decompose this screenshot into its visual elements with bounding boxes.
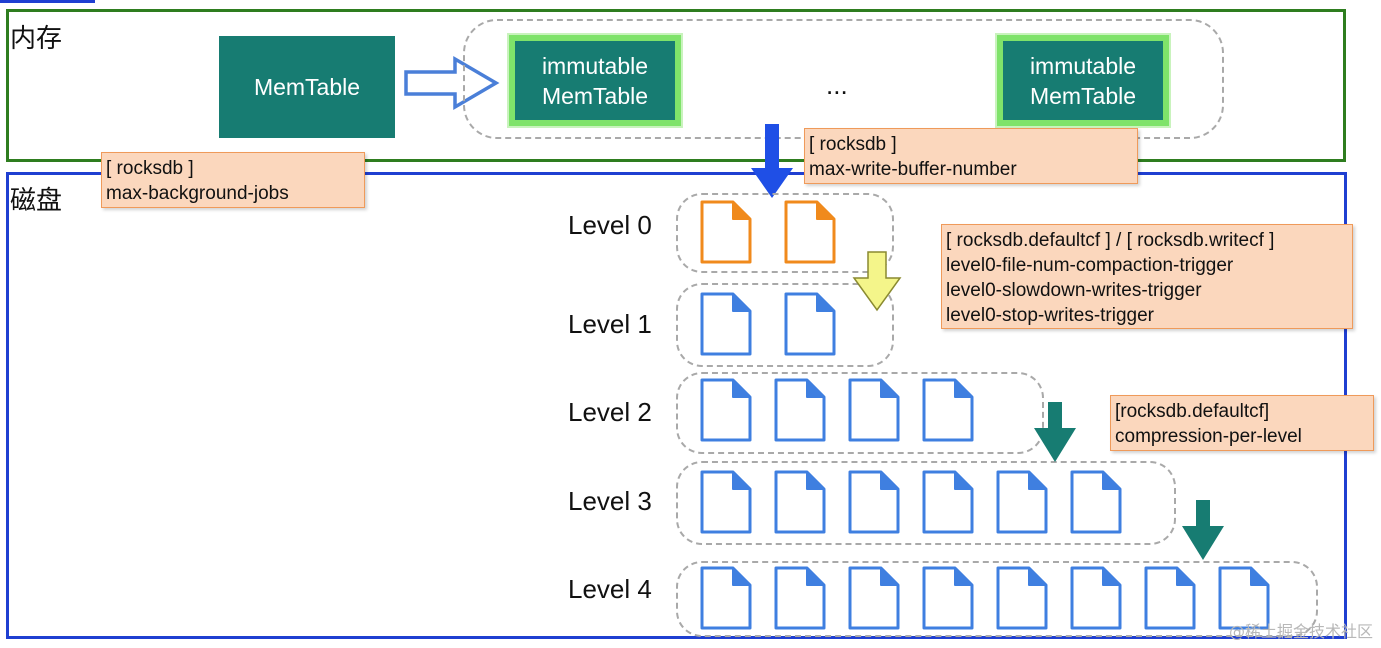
- memory-section: [6, 9, 1346, 162]
- disk-section-label: 磁盘: [10, 186, 63, 216]
- level-3-group: [676, 461, 1176, 545]
- sst-file-icon: [848, 470, 900, 534]
- sst-file-icon: [700, 566, 752, 630]
- immutable-memtable-1-line2: MemTable: [541, 82, 649, 109]
- watermark: @稀土掘金技术社区: [1228, 622, 1373, 641]
- note-compression-per-level-line2: compression-per-level: [1115, 426, 1302, 447]
- level2-to-level3-arrow: [1034, 402, 1076, 462]
- sst-file-icon: [700, 200, 752, 264]
- immutable-ellipsis: ...: [826, 70, 848, 100]
- note-max-write-buffer-number-line1: [ rocksdb ]: [809, 134, 897, 155]
- immutable-memtable-2-line1: immutable: [1029, 52, 1137, 79]
- sst-file-icon: [848, 378, 900, 442]
- sst-file-icon: [922, 566, 974, 630]
- sst-file-icon: [1218, 566, 1270, 630]
- note-level0-triggers-line3: level0-slowdown-writes-trigger: [946, 280, 1202, 301]
- level-1-group: [676, 283, 894, 367]
- sst-file-icon: [774, 378, 826, 442]
- level-1-label: Level 1: [568, 309, 652, 339]
- sst-file-icon: [700, 292, 752, 356]
- immutable-memtable-1: immutable MemTable: [509, 35, 681, 126]
- level-0-label: Level 0: [568, 210, 652, 240]
- note-max-write-buffer-number: [ rocksdb ] max-write-buffer-number: [804, 128, 1138, 184]
- note-level0-triggers-line2: level0-file-num-compaction-trigger: [946, 255, 1234, 276]
- level3-to-level4-arrow: [1182, 500, 1224, 560]
- memtable-box: MemTable: [219, 36, 395, 138]
- sst-file-icon: [1070, 470, 1122, 534]
- sst-file-icon: [922, 470, 974, 534]
- note-max-background-jobs-line2: max-background-jobs: [106, 183, 289, 204]
- note-compression-per-level-line1: [rocksdb.defaultcf]: [1115, 401, 1270, 422]
- sst-file-icon: [774, 566, 826, 630]
- memory-section-label: 内存: [10, 24, 63, 54]
- note-level0-triggers-line4: level0-stop-writes-trigger: [946, 305, 1155, 326]
- memtable-label: MemTable: [253, 73, 361, 100]
- level-4-group: [676, 561, 1318, 637]
- level-4-label: Level 4: [568, 574, 652, 604]
- sst-file-icon: [1070, 566, 1122, 630]
- sst-file-icon: [700, 470, 752, 534]
- note-max-background-jobs: [ rocksdb ] max-background-jobs: [101, 152, 365, 208]
- note-level0-triggers-line1: [ rocksdb.defaultcf ] / [ rocksdb.writec…: [946, 230, 1275, 251]
- sst-file-icon: [922, 378, 974, 442]
- note-max-write-buffer-number-line2: max-write-buffer-number: [809, 159, 1017, 180]
- immutable-memtable-1-line1: immutable: [541, 52, 649, 79]
- memtable-to-immutable-arrow: [404, 55, 500, 111]
- level-3-label: Level 3: [568, 486, 652, 516]
- level-2-label: Level 2: [568, 397, 652, 427]
- sst-file-icon: [848, 566, 900, 630]
- sst-file-icon: [784, 292, 836, 356]
- flush-arrow-down: [751, 124, 793, 198]
- level-2-group: [676, 372, 1044, 454]
- sst-file-icon: [996, 470, 1048, 534]
- immutable-memtable-2-line2: MemTable: [1029, 82, 1137, 109]
- sst-file-icon: [700, 378, 752, 442]
- top-tab-indicator: [0, 0, 95, 3]
- level-0-group: [676, 193, 894, 273]
- note-compression-per-level: [rocksdb.defaultcf] compression-per-leve…: [1110, 395, 1374, 451]
- sst-file-icon: [996, 566, 1048, 630]
- sst-file-icon: [784, 200, 836, 264]
- level0-compaction-arrow: [852, 251, 902, 312]
- note-level0-triggers: [ rocksdb.defaultcf ] / [ rocksdb.writec…: [941, 224, 1353, 329]
- sst-file-icon: [774, 470, 826, 534]
- note-max-background-jobs-line1: [ rocksdb ]: [106, 158, 194, 179]
- immutable-memtable-2: immutable MemTable: [997, 35, 1169, 126]
- sst-file-icon: [1144, 566, 1196, 630]
